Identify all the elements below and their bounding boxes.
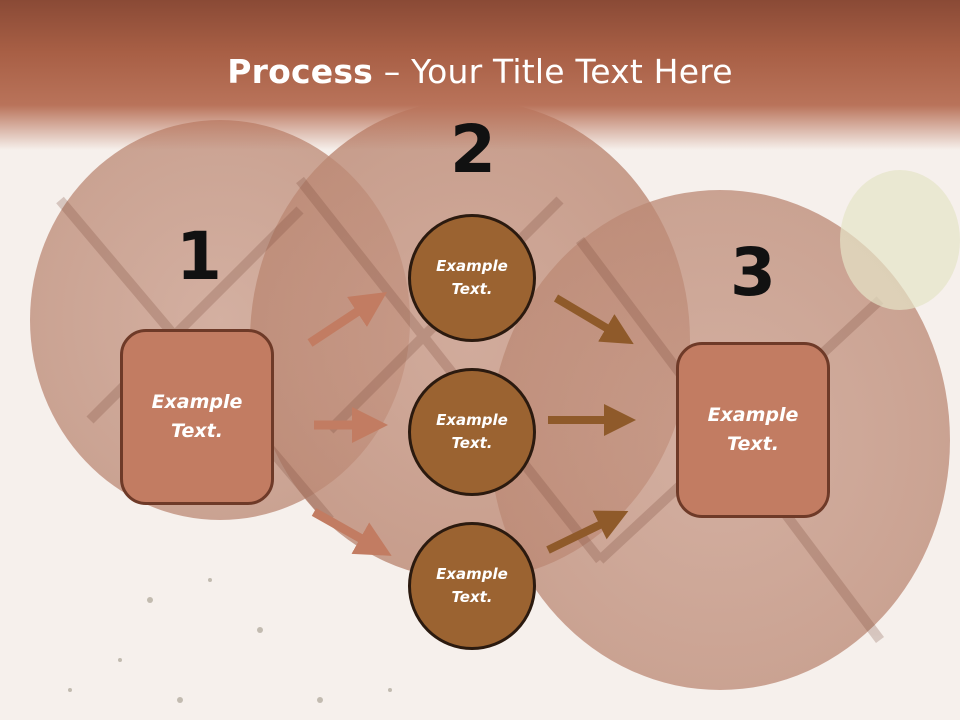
- step-2-circle-top: Example Text.: [408, 214, 536, 342]
- step-1-box: Example Text.: [120, 329, 274, 505]
- arrow-1-to-top: [307, 292, 388, 347]
- step-3-box: Example Text.: [676, 342, 830, 518]
- title-bar: [0, 0, 960, 150]
- step-number-3: 3: [730, 234, 776, 311]
- arrow-1-to-bottom: [311, 508, 392, 556]
- title-rest: – Your Title Text Here: [373, 52, 733, 91]
- step-2-circle-middle: Example Text.: [408, 368, 536, 496]
- step-2-circle-bottom: Example Text.: [408, 522, 536, 650]
- arrow-top-to-3: [553, 294, 634, 345]
- slide-title: Process – Your Title Text Here: [0, 52, 960, 91]
- step-number-1: 1: [176, 218, 222, 295]
- title-bold: Process: [227, 52, 374, 91]
- arrow-bottom-to-3: [546, 510, 629, 554]
- step-number-2: 2: [450, 111, 496, 188]
